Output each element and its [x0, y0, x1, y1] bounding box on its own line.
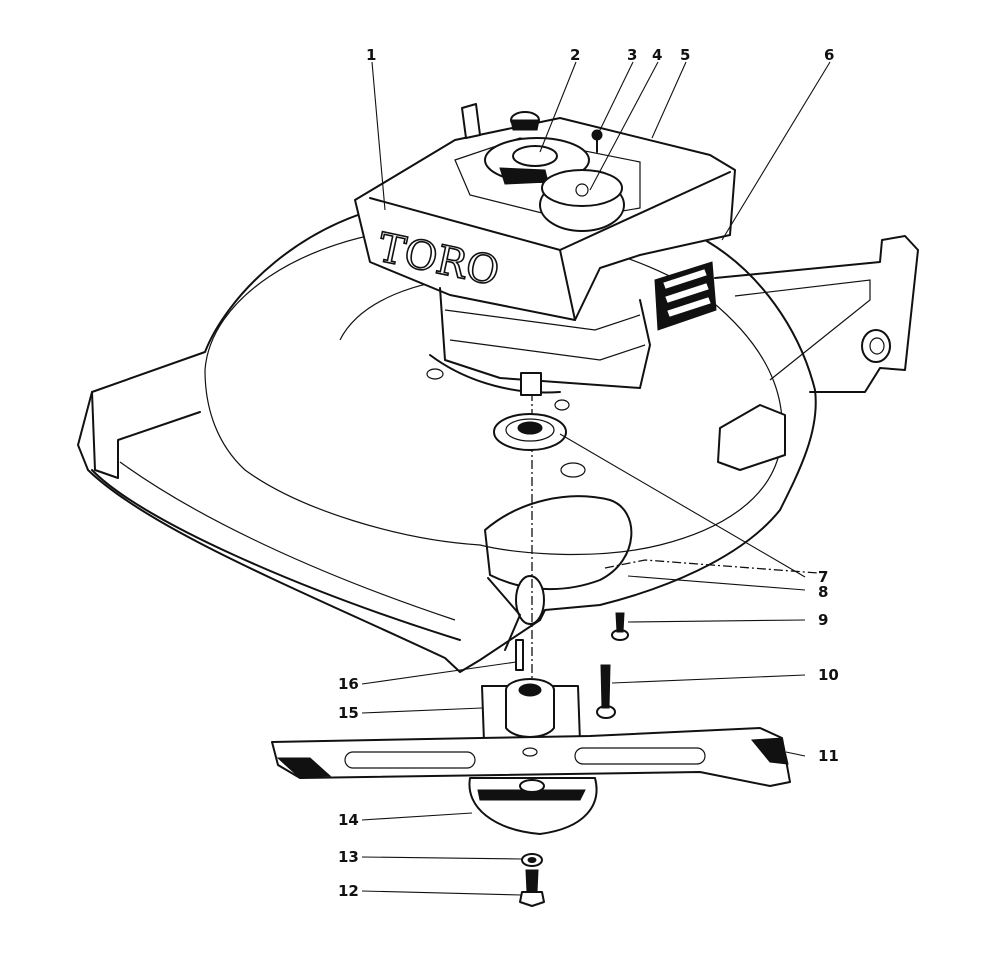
deck-front-lip-inner	[119, 461, 456, 621]
blade-right-slot	[574, 747, 706, 765]
leader-7	[559, 433, 806, 578]
mount-bolt-left	[426, 368, 444, 380]
adapter-bore	[518, 683, 542, 697]
primer-knob-base	[510, 119, 540, 131]
fin-highlight-1	[661, 267, 709, 291]
leader-dash-8	[604, 559, 819, 574]
screw-9-shank	[615, 612, 625, 633]
blade-left-lift	[276, 757, 332, 779]
engine-shroud-corner	[559, 249, 576, 321]
starter-cup-top	[541, 169, 623, 207]
deck-front-lip	[91, 469, 461, 641]
bolt-10-shank	[600, 664, 611, 709]
callout-5: 5	[680, 46, 690, 64]
blade-body	[271, 727, 791, 787]
starter-cup-center	[575, 183, 589, 197]
mower-deck	[77, 186, 919, 690]
blade-cup-14	[468, 777, 598, 835]
fin-highlight-2	[663, 281, 711, 305]
mower-blade-11	[271, 727, 791, 787]
leader-13	[361, 856, 523, 860]
engine-top-panel	[454, 137, 641, 221]
handle-bolt-hole	[861, 329, 891, 363]
engine-base-flange	[429, 354, 561, 394]
handle-bolt-hole-inner	[869, 337, 885, 355]
callout-1: 1	[366, 46, 376, 64]
spacer-bore	[517, 421, 543, 435]
deck-pivot-boss	[515, 575, 545, 625]
leader-10	[611, 674, 806, 684]
blade-center-hole	[522, 747, 538, 757]
leader-14	[361, 812, 473, 821]
fuel-cap	[512, 145, 558, 167]
bolt-12-head	[519, 891, 545, 907]
deck-pivot-bracket	[487, 577, 521, 651]
leader-2	[539, 61, 577, 153]
blade-adapter-15	[481, 678, 581, 743]
callout-labels: 1 2 3 4 5 6 7 8 9 10 11 12 13 14 15 16	[338, 46, 839, 900]
blade-left-slot	[344, 751, 476, 769]
callout-2: 2	[570, 46, 580, 64]
engine-block-seam	[444, 309, 641, 331]
woodruff-key-16	[515, 639, 524, 671]
bolt-12-thread	[525, 869, 539, 893]
rear-vent-slot	[717, 404, 786, 471]
leader-4	[589, 61, 659, 191]
callout-13: 13	[338, 848, 359, 866]
rear-handle-bracket	[714, 235, 919, 393]
callout-7: 7	[818, 568, 828, 586]
spacer-mid	[505, 418, 555, 442]
callout-12: 12	[338, 882, 359, 900]
deck-hole	[560, 462, 586, 478]
mount-bolt-front	[554, 399, 570, 411]
callout-9: 9	[818, 611, 828, 629]
spacer-washer	[493, 413, 567, 451]
callout-3: 3	[627, 46, 637, 64]
blade-right-lift	[750, 737, 789, 765]
leader-3	[598, 61, 634, 133]
washer-hole	[527, 857, 537, 863]
callout-14: 14	[338, 811, 359, 829]
callout-15: 15	[338, 704, 359, 722]
rear-handle-inner	[734, 279, 871, 381]
deck-left-handle	[91, 391, 201, 479]
leader-15	[361, 707, 483, 714]
blade-bolt-10	[596, 664, 616, 719]
cup-recess	[477, 789, 586, 801]
leader-6	[721, 61, 831, 241]
deck-front-bump	[484, 495, 633, 590]
leader-5	[651, 61, 687, 139]
lock-washer-13	[521, 853, 543, 867]
leader-1	[371, 61, 386, 211]
leader-12	[361, 890, 523, 896]
callout-16: 16	[338, 675, 359, 693]
leader-9	[627, 619, 806, 623]
engine-assembly: TORO	[354, 103, 736, 411]
fin-highlight-3	[665, 295, 713, 319]
callout-leaders	[361, 61, 831, 896]
crankshaft-stub	[520, 372, 542, 396]
engine-block	[439, 287, 651, 389]
choke-lever	[499, 167, 549, 185]
shroud-screw	[591, 129, 603, 141]
engine-block-seam-2	[449, 339, 646, 361]
deck-screw-9	[611, 612, 629, 641]
callout-6: 6	[824, 46, 834, 64]
leader-11	[785, 751, 806, 757]
cup-center-hole	[519, 779, 545, 793]
callout-8: 8	[818, 583, 828, 601]
blade-bolt-12	[519, 869, 545, 907]
callout-10: 10	[818, 666, 839, 684]
throttle-post	[461, 103, 481, 139]
leader-8	[627, 575, 806, 591]
adapter-hub	[505, 690, 555, 738]
callout-11: 11	[818, 747, 839, 765]
leader-16	[361, 661, 517, 685]
callout-4: 4	[652, 46, 662, 64]
